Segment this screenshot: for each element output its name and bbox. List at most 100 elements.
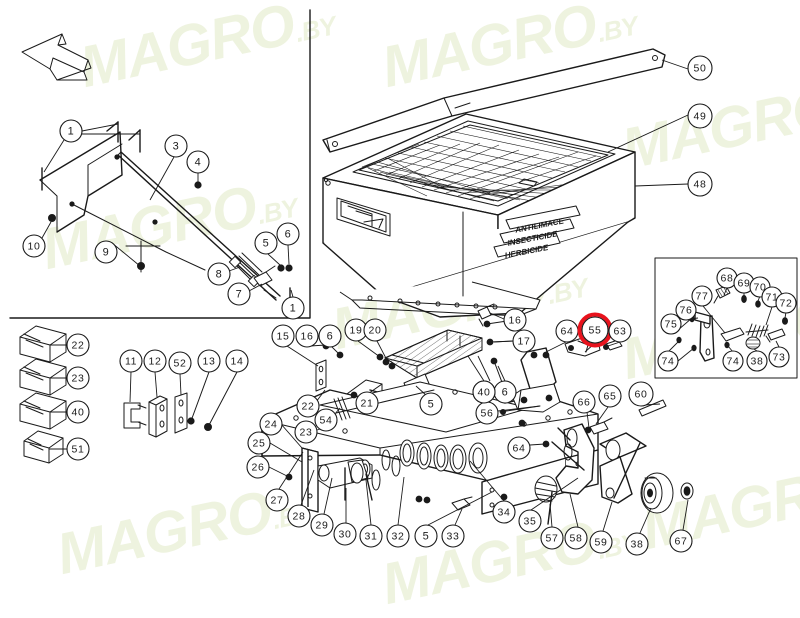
callout-label: 21	[361, 398, 374, 410]
callout-5[interactable]: 5	[414, 524, 438, 548]
screw-part-14	[203, 371, 238, 431]
callout-60[interactable]: 60	[628, 381, 654, 407]
callout-13[interactable]: 13	[197, 349, 221, 373]
callout-65[interactable]: 65	[598, 384, 622, 408]
callout-circle	[359, 524, 383, 548]
callout-label: 13	[203, 356, 216, 368]
callout-34[interactable]: 34	[492, 500, 516, 524]
block-part-12	[148, 395, 168, 438]
callout-67[interactable]: 67	[669, 529, 693, 553]
callout-circle	[296, 394, 320, 418]
callout-label: 25	[253, 438, 266, 450]
callout-73[interactable]: 73	[768, 346, 790, 368]
callout-5[interactable]: 5	[419, 392, 443, 416]
callout-52[interactable]: 52	[168, 351, 192, 375]
callout-label: 73	[773, 352, 786, 364]
callout-50[interactable]: 50	[687, 55, 713, 81]
callout-58[interactable]: 58	[564, 526, 588, 550]
callout-9[interactable]: 9	[94, 240, 118, 264]
hopper-decals	[493, 205, 581, 258]
callout-21[interactable]: 21	[355, 391, 379, 415]
callout-label: 50	[694, 63, 707, 75]
callout-label: 5	[423, 531, 430, 543]
callout-14[interactable]: 14	[225, 349, 249, 373]
callout-29[interactable]: 29	[310, 513, 334, 537]
callout-label: 59	[595, 537, 608, 549]
callout-circle	[265, 488, 289, 512]
callout-label: 75	[665, 319, 678, 331]
callout-56[interactable]: 56	[475, 401, 499, 425]
callout-38[interactable]: 38	[746, 350, 768, 372]
callout-40[interactable]: 40	[472, 380, 496, 404]
callout-77[interactable]: 77	[691, 285, 713, 307]
callout-38[interactable]: 38	[625, 532, 649, 556]
callout-8[interactable]: 8	[207, 262, 231, 286]
callout-22[interactable]: 22	[296, 394, 320, 418]
callout-label: 5	[263, 238, 270, 250]
callout-label: 74	[662, 356, 675, 368]
callout-25[interactable]: 25	[247, 431, 271, 455]
callout-17[interactable]: 17	[512, 329, 536, 353]
callout-69[interactable]: 69	[733, 272, 755, 294]
callout-66[interactable]: 66	[572, 390, 596, 414]
callout-24[interactable]: 24	[259, 412, 283, 436]
callout-74[interactable]: 74	[722, 350, 744, 372]
callout-6[interactable]: 6	[318, 324, 342, 348]
callout-40[interactable]: 40	[66, 400, 90, 424]
callout-51[interactable]: 51	[66, 437, 90, 461]
callout-16[interactable]: 16	[503, 308, 527, 332]
callout-circle	[363, 318, 387, 342]
callout-68[interactable]: 68	[716, 267, 738, 289]
callout-circle	[628, 381, 654, 407]
callout-6[interactable]: 6	[493, 380, 517, 404]
callout-11[interactable]: 11	[119, 349, 143, 373]
hatched-plate-part-40	[383, 329, 483, 379]
detail-bracket-assembly	[39, 121, 293, 309]
callout-6[interactable]: 6	[276, 222, 300, 246]
callout-31[interactable]: 31	[359, 524, 383, 548]
callout-12[interactable]: 12	[143, 349, 167, 373]
callout-4[interactable]: 4	[186, 150, 210, 174]
callout-23[interactable]: 23	[66, 366, 90, 390]
callout-48[interactable]: 48	[687, 171, 713, 197]
callout-75[interactable]: 75	[660, 313, 682, 335]
callout-label: 1	[290, 303, 297, 315]
callout-circle	[669, 529, 693, 553]
callout-33[interactable]: 33	[441, 524, 465, 548]
callout-label: 60	[635, 389, 648, 401]
callout-20[interactable]: 20	[363, 318, 387, 342]
callout-23[interactable]: 23	[294, 420, 318, 444]
callout-76[interactable]: 76	[675, 299, 697, 321]
callout-15[interactable]: 15	[271, 324, 295, 348]
callout-30[interactable]: 30	[333, 522, 357, 546]
callout-55[interactable]: 55	[577, 312, 613, 348]
callout-49[interactable]: 49	[687, 103, 713, 129]
callout-27[interactable]: 27	[265, 488, 289, 512]
callout-circle	[687, 171, 713, 197]
callout-64[interactable]: 64	[555, 319, 579, 343]
callout-7[interactable]: 7	[227, 282, 251, 306]
callout-26[interactable]: 26	[246, 455, 270, 479]
callout-28[interactable]: 28	[287, 504, 311, 528]
callout-3[interactable]: 3	[164, 134, 188, 158]
callout-22[interactable]: 22	[66, 333, 90, 357]
callout-32[interactable]: 32	[386, 524, 410, 548]
callout-57[interactable]: 57	[540, 526, 564, 550]
callout-label: 14	[231, 356, 244, 368]
callout-10[interactable]: 10	[22, 234, 46, 258]
callout-1[interactable]: 1	[59, 119, 83, 143]
callout-label: 57	[546, 533, 559, 545]
callout-74[interactable]: 74	[657, 350, 679, 372]
callout-59[interactable]: 59	[589, 530, 613, 554]
callout-16[interactable]: 16	[295, 324, 319, 348]
callout-1[interactable]: 1	[281, 296, 305, 320]
callout-circle	[66, 400, 90, 424]
callout-circle	[164, 134, 188, 158]
callout-35[interactable]: 35	[518, 509, 542, 533]
callout-5[interactable]: 5	[254, 231, 278, 255]
callout-72[interactable]: 72	[775, 292, 797, 314]
callout-19[interactable]: 19	[344, 318, 368, 342]
callout-63[interactable]: 63	[608, 319, 632, 343]
callout-64[interactable]: 64	[507, 436, 531, 460]
callout-54[interactable]: 54	[314, 408, 338, 432]
